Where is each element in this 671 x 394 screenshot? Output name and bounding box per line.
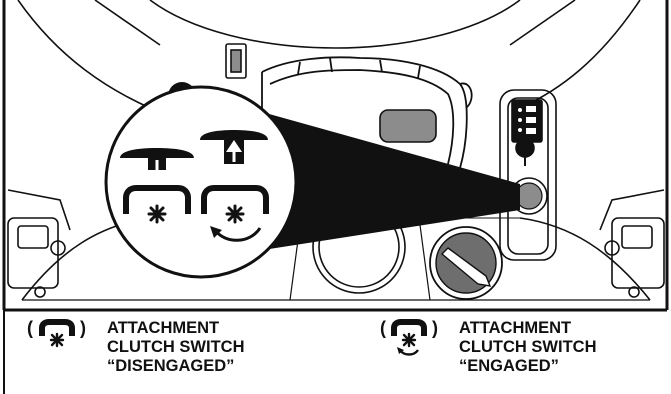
caption-line: ATTACHMENT xyxy=(459,319,572,337)
engaged-caption-text: ATTACHMENT CLUTCH SWITCH “ENGAGED” xyxy=(459,319,596,376)
left-fender xyxy=(7,189,71,298)
steering-wheel xyxy=(261,56,473,169)
clutch-switch-disengaged-symbol-icon xyxy=(39,319,75,348)
engaged-switch-detail xyxy=(200,130,269,242)
rocker-switch xyxy=(225,43,247,79)
close-paren: ) xyxy=(80,318,86,338)
magnifier-cone xyxy=(250,112,520,252)
caption-line: ATTACHMENT xyxy=(107,319,220,337)
caption-line: “DISENGAGED” xyxy=(107,357,235,375)
caption-line: “ENGAGED” xyxy=(459,357,559,375)
caption-line: CLUTCH SWITCH xyxy=(107,338,245,356)
open-paren: ( xyxy=(27,318,33,338)
disengaged-switch-detail xyxy=(120,148,194,224)
throttle-knob xyxy=(429,226,503,300)
magnifier-lens xyxy=(104,85,298,279)
clutch-switch-engaged-symbol-icon xyxy=(391,319,427,356)
display-screen xyxy=(379,109,437,143)
close-paren: ) xyxy=(432,318,438,338)
right-fender xyxy=(599,189,665,298)
right-control-panel xyxy=(499,89,557,261)
caption-line: CLUTCH SWITCH xyxy=(459,338,597,356)
illustration-frame xyxy=(2,0,669,312)
open-paren: ( xyxy=(380,318,386,338)
disengaged-caption-text: ATTACHMENT CLUTCH SWITCH “DISENGAGED” xyxy=(107,319,244,376)
